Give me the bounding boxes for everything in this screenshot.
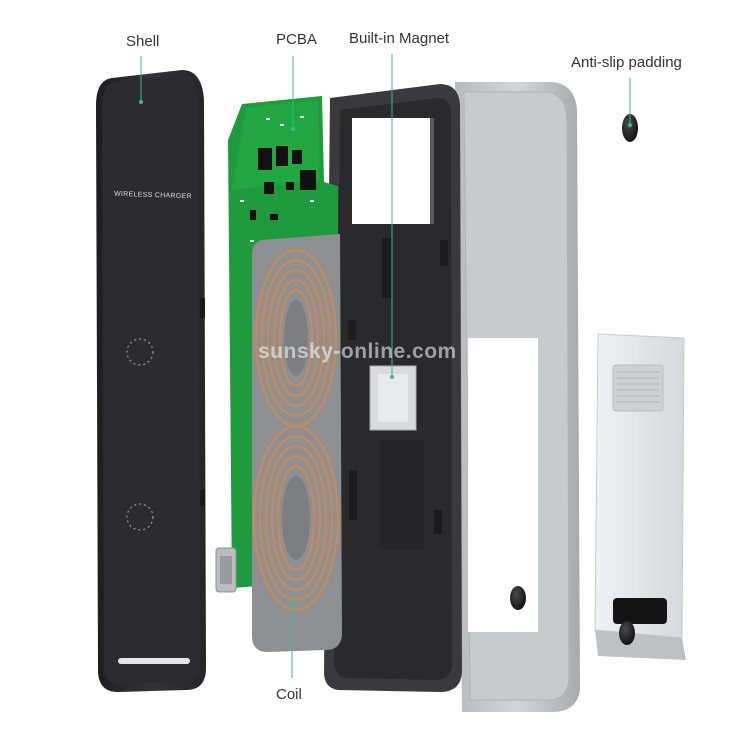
inner-frame: [324, 84, 462, 692]
frame-window: [352, 118, 434, 224]
shell: [96, 70, 206, 692]
watermark: sunsky-online.com: [258, 340, 457, 363]
label-coil: Coil: [276, 686, 302, 703]
label-shell: Shell: [126, 33, 160, 50]
stand-rubber-strip: [613, 598, 667, 624]
back-cover: [455, 82, 580, 712]
stand-grille: [612, 364, 664, 412]
anti-slip-pad: [622, 114, 638, 142]
label-pcba: PCBA: [276, 31, 317, 48]
charging-spot-lower: [126, 503, 154, 531]
stand-foot: [619, 621, 635, 645]
coil-assembly: [252, 234, 342, 652]
stand-plate: [594, 333, 686, 660]
label-built-in-magnet: Built-in Magnet: [349, 30, 450, 47]
back-cover-foot: [510, 586, 526, 610]
coil-lower: [252, 424, 340, 612]
label-anti-slip-padding: Anti-slip padding: [571, 54, 682, 71]
back-cover-cutout: [468, 338, 538, 632]
shell-slot: [118, 658, 190, 664]
leader-lines: [139, 54, 632, 678]
charging-spot-upper: [126, 338, 154, 366]
